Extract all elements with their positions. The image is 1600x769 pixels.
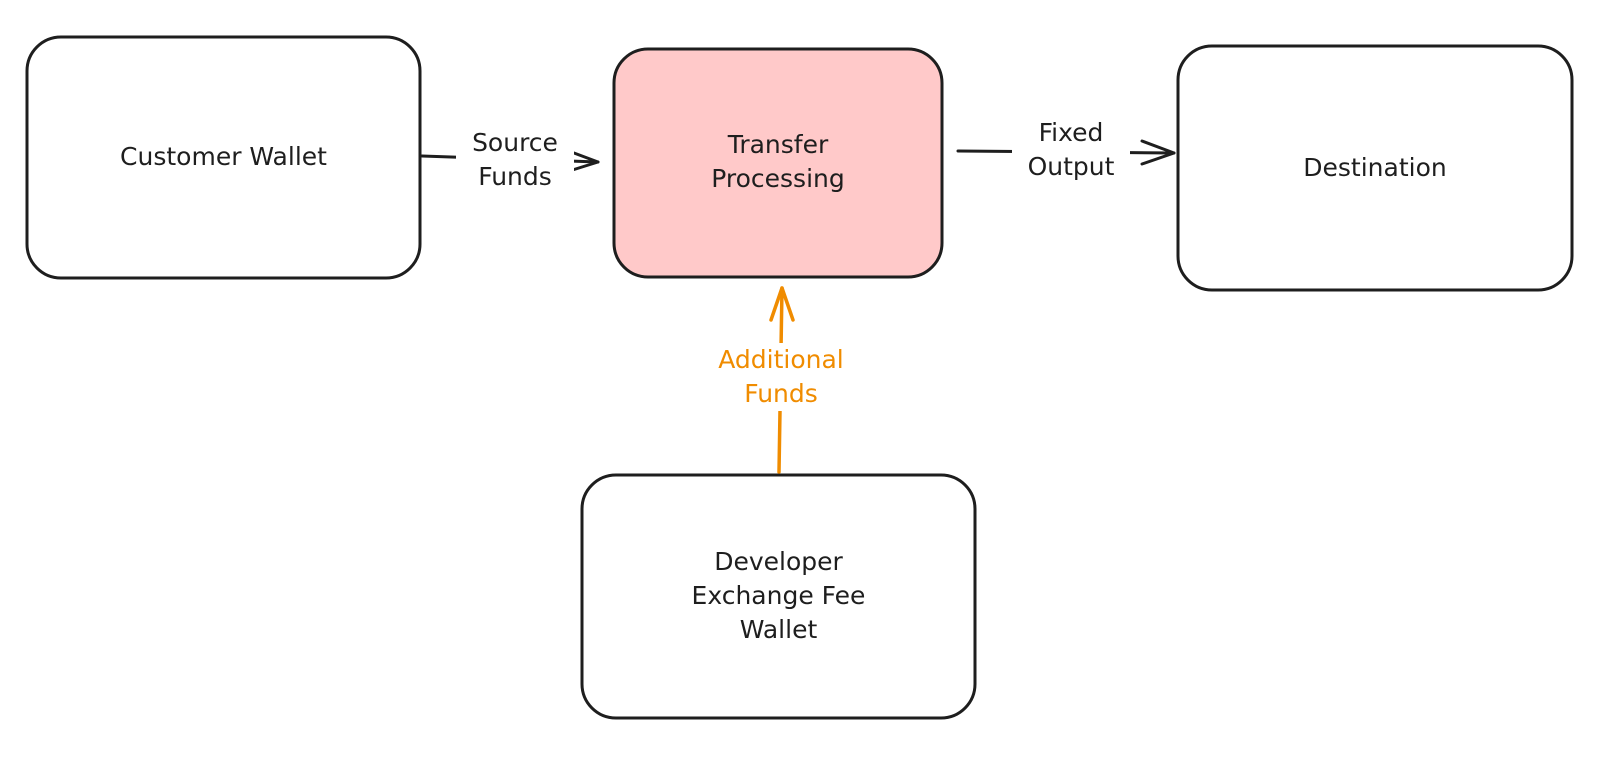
additional-funds-label: Additional Funds [702, 343, 860, 411]
transfer-processing-label: Transfer Processing [711, 130, 845, 193]
source-funds-label: Source Funds [456, 126, 574, 194]
developer-wallet-label: Developer Exchange Fee Wallet [691, 547, 866, 644]
developer-wallet-box[interactable] [580, 473, 977, 720]
customer-wallet-box[interactable] [25, 35, 422, 280]
transfer-processing-box[interactable] [612, 47, 944, 279]
customer-wallet-label: Customer Wallet [120, 142, 327, 171]
fixed-output-label: Fixed Output [1012, 116, 1130, 184]
destination-label: Destination [1303, 153, 1447, 182]
destination-box[interactable] [1176, 44, 1574, 292]
